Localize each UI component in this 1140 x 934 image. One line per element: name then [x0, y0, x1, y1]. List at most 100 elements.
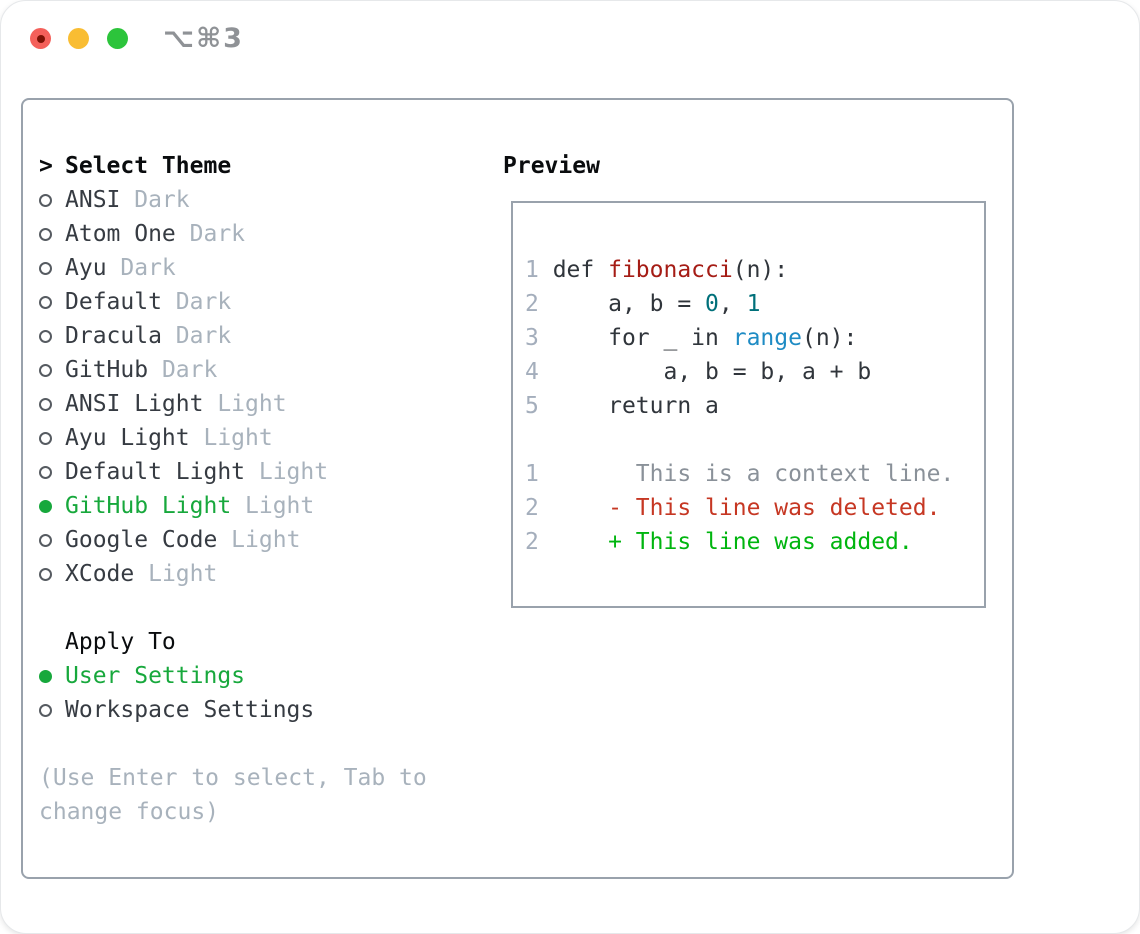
- radio-cell: [39, 295, 65, 309]
- theme-option[interactable]: Google Code Light: [39, 523, 469, 557]
- code-line: 4 a, b = b, a + b: [525, 355, 984, 389]
- option-label: Dracula: [65, 323, 162, 349]
- line-number: 4: [525, 359, 553, 385]
- radio-icon: [39, 397, 52, 411]
- radio-icon: [39, 261, 52, 275]
- window-title: ⌥⌘3: [163, 23, 244, 54]
- line-number: 2: [525, 529, 553, 555]
- code-segment: + This line was added.: [552, 529, 913, 555]
- theme-option[interactable]: Ayu Dark: [39, 251, 469, 285]
- radio-icon: [39, 227, 52, 241]
- minimize-button[interactable]: [68, 28, 89, 49]
- line-number: 5: [525, 393, 553, 419]
- radio-selected-icon: [39, 669, 52, 683]
- radio-icon: [39, 363, 52, 377]
- code-line: 2 - This line was deleted.: [525, 491, 984, 525]
- select-theme-heading-row: > Select Theme: [39, 149, 469, 183]
- option-label: User Settings: [65, 663, 246, 689]
- apply-to-option[interactable]: Workspace Settings: [39, 693, 469, 727]
- code-line: 1 This is a context line.: [525, 457, 984, 491]
- code-segment: 0: [705, 291, 719, 317]
- radio-icon: [39, 295, 52, 309]
- radio-icon: [39, 193, 52, 207]
- code-segment: fibonacci: [608, 257, 733, 283]
- option-label: Default: [65, 289, 162, 315]
- code-segment: - This line was deleted.: [552, 495, 941, 521]
- radio-icon: [39, 465, 52, 479]
- line-number: 1: [525, 257, 553, 283]
- variant-label: Light: [203, 391, 287, 417]
- theme-option[interactable]: Dracula Dark: [39, 319, 469, 353]
- code-segment: 1: [746, 291, 761, 317]
- code-segment: range: [732, 325, 802, 351]
- theme-option[interactable]: Default Light Light: [39, 455, 469, 489]
- radio-cell: [39, 193, 65, 207]
- radio-cell: [39, 363, 65, 377]
- help-text: (Use Enter to select, Tab to change focu…: [39, 765, 427, 825]
- radio-icon: [39, 567, 52, 581]
- radio-selected-icon: [39, 499, 52, 513]
- apply-to-heading: Apply To: [65, 629, 176, 655]
- code-segment: (n):: [732, 257, 789, 283]
- record-dot-icon: [36, 34, 45, 43]
- variant-label: Light: [231, 493, 315, 519]
- radio-cell: [39, 465, 65, 479]
- radio-cell: [39, 397, 65, 411]
- theme-option[interactable]: ANSI Dark: [39, 183, 469, 217]
- theme-option[interactable]: GitHub Dark: [39, 353, 469, 387]
- radio-cell: [39, 533, 65, 547]
- code-segment: a, b =: [552, 291, 706, 317]
- option-label: ANSI: [65, 187, 121, 213]
- preview-heading: Preview: [503, 153, 600, 179]
- code-segment: a, b = b, a + b: [552, 359, 872, 385]
- theme-option[interactable]: Default Dark: [39, 285, 469, 319]
- code-line: 5 return a: [525, 389, 984, 423]
- apply-to-option[interactable]: User Settings: [39, 659, 469, 693]
- variant-label: Light: [189, 425, 273, 451]
- variant-label: Dark: [120, 187, 190, 213]
- code-segment: ,: [718, 291, 747, 317]
- radio-icon: [39, 431, 52, 445]
- select-theme-heading: Select Theme: [65, 153, 232, 179]
- variant-label: Dark: [106, 255, 176, 281]
- code-line: 1 def fibonacci(n):: [525, 253, 984, 287]
- zoom-button[interactable]: [107, 28, 128, 49]
- line-number: 1: [525, 461, 553, 487]
- radio-cell: [39, 669, 65, 683]
- variant-label: Light: [217, 527, 301, 553]
- variant-label: Dark: [161, 323, 232, 349]
- code-line: 3 for _ in range(n):: [525, 321, 984, 355]
- radio-cell: [39, 431, 65, 445]
- option-label: GitHub: [65, 357, 149, 383]
- option-label: GitHub Light: [65, 493, 232, 519]
- apply-to-heading-row: Apply To: [39, 625, 469, 659]
- theme-option[interactable]: Atom One Dark: [39, 217, 469, 251]
- line-number: 2: [525, 495, 553, 521]
- radio-icon: [39, 533, 52, 547]
- radio-cell: [39, 329, 65, 343]
- close-button[interactable]: [30, 28, 51, 49]
- theme-option[interactable]: XCode Light: [39, 557, 469, 591]
- theme-option[interactable]: ANSI Light Light: [39, 387, 469, 421]
- radio-cell: [39, 261, 65, 275]
- theme-option[interactable]: Ayu Light Light: [39, 421, 469, 455]
- option-label: Workspace Settings: [65, 697, 315, 723]
- option-label: XCode: [65, 561, 135, 587]
- option-label: ANSI Light: [65, 391, 204, 417]
- option-label: Google Code: [65, 527, 218, 553]
- titlebar: ⌥⌘3: [1, 1, 1139, 76]
- variant-label: Light: [134, 561, 218, 587]
- radio-cell: [39, 567, 65, 581]
- code-line: 2 + This line was added.: [525, 525, 984, 559]
- code-line: 2 a, b = 0, 1: [525, 287, 984, 321]
- option-label: Ayu Light: [65, 425, 190, 451]
- code-segment: return a: [552, 393, 719, 419]
- code-segment: This is a context line.: [552, 461, 955, 487]
- line-number: 3: [525, 325, 553, 351]
- theme-option[interactable]: GitHub Light Light: [39, 489, 469, 523]
